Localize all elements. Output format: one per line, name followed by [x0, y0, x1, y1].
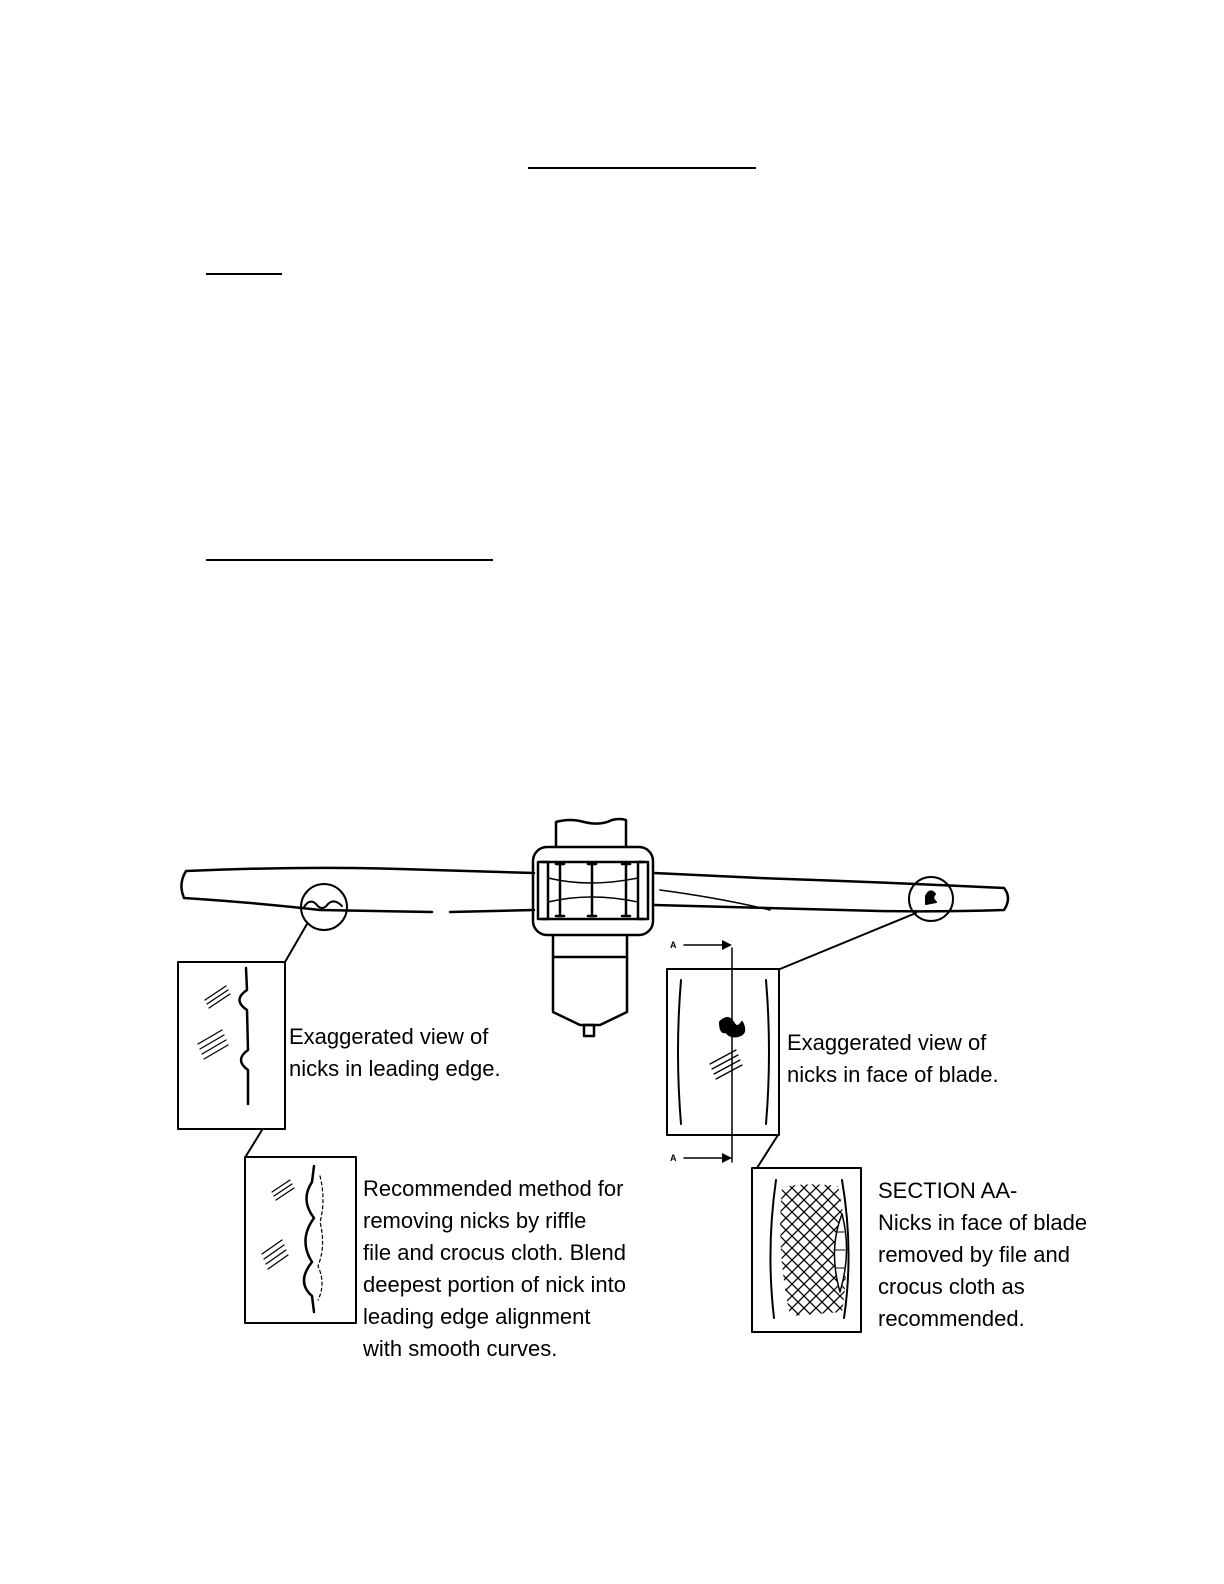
caption-line: nicks in face of blade.: [787, 1062, 999, 1087]
leading-edge-magnifier: [300, 883, 348, 931]
recommended-method-box: [244, 1156, 357, 1324]
blade-face-magnifier: [908, 876, 954, 922]
caption-line: nicks in leading edge.: [289, 1056, 501, 1081]
left-blade: [180, 866, 536, 914]
caption-recommended-method: Recommended method for removing nicks by…: [363, 1173, 626, 1365]
blade-face-view-box: [666, 940, 780, 1163]
heading-underline-2: [206, 559, 493, 561]
caption-line: Recommended method for: [363, 1176, 624, 1201]
caption-line: removed by file and: [878, 1242, 1070, 1267]
caption-line: removing nicks by riffle: [363, 1208, 587, 1233]
caption-line: with smooth curves.: [363, 1336, 558, 1361]
connector-line-left: [245, 1129, 263, 1157]
heading-underline-1: [206, 273, 282, 275]
caption-line: recommended.: [878, 1306, 1025, 1331]
right-blade-twist-line: [659, 889, 771, 911]
caption-face-of-blade: Exaggerated view of nicks in face of bla…: [787, 1027, 999, 1091]
caption-line: Nicks in face of blade: [878, 1210, 1088, 1235]
spinner: [551, 933, 629, 1027]
caption-line: SECTION AA-: [878, 1178, 1018, 1203]
section-mark-bottom-label: A: [670, 1153, 677, 1163]
leading-edge-view-box: [177, 961, 286, 1130]
right-blade: [652, 871, 1010, 913]
section-aa-box: [751, 1167, 862, 1333]
hub-body: [531, 845, 655, 937]
caption-line: crocus cloth as: [878, 1274, 1025, 1299]
caption-line: file and crocus cloth. Blend: [363, 1240, 626, 1265]
section-mark-top: A: [670, 940, 677, 950]
caption-section-aa: SECTION AA- Nicks in face of blade remov…: [878, 1175, 1087, 1335]
leader-line-left: [284, 923, 308, 963]
propeller: [180, 817, 1010, 1038]
shaft-stub: [554, 817, 628, 849]
caption-leading-edge: Exaggerated view of nicks in leading edg…: [289, 1021, 501, 1085]
left-blade-lower-edge: [448, 908, 536, 914]
caption-line: Exaggerated view of: [787, 1030, 987, 1055]
caption-line: deepest portion of nick into: [363, 1272, 626, 1297]
caption-line: Exaggerated view of: [289, 1024, 489, 1049]
title-underline: [528, 167, 756, 169]
connector-line-right: [756, 1134, 779, 1169]
section-mark-top-label: A: [670, 940, 677, 950]
section-mark-bottom: A: [670, 1153, 677, 1163]
caption-line: leading edge alignment: [363, 1304, 591, 1329]
leader-line-right: [779, 912, 917, 970]
